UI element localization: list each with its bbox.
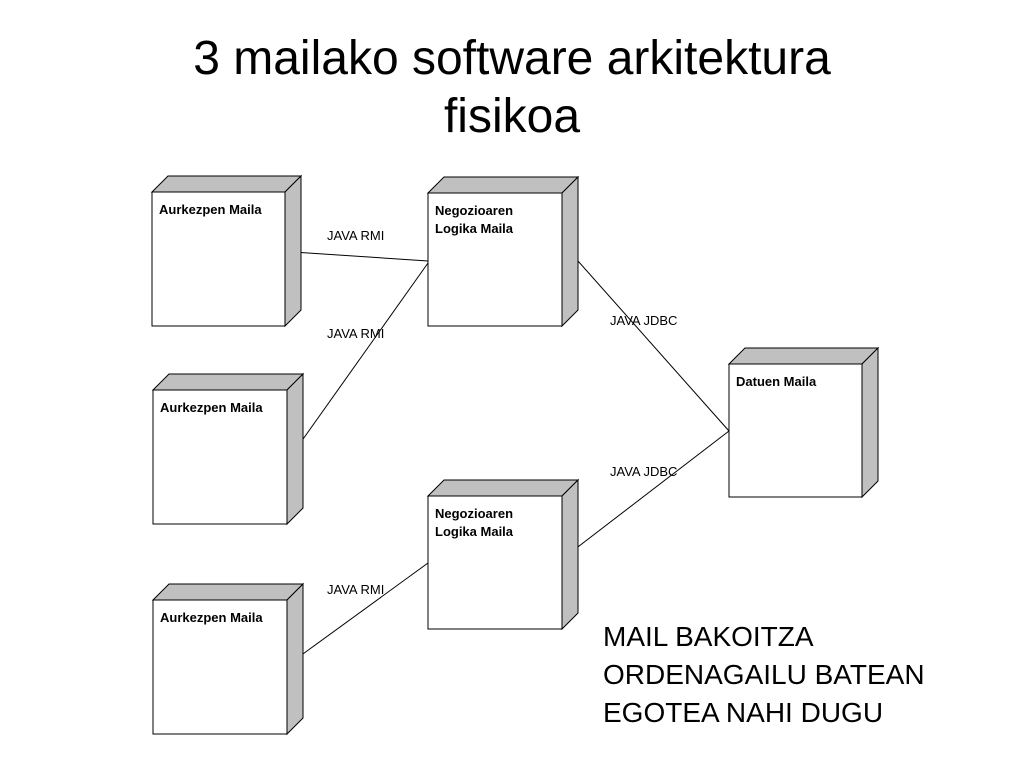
node-front-face — [152, 389, 288, 525]
node-side-face — [861, 346, 879, 499]
node-top-face — [727, 347, 880, 365]
connection-label: JAVA RMI — [327, 326, 384, 341]
node-top-face — [151, 583, 305, 601]
node-side-face — [284, 174, 302, 328]
connection-label: JAVA RMI — [327, 582, 384, 597]
connection-business-2-to-data-1: JAVA JDBC — [569, 430, 730, 554]
node-presentation-1: Aurkezpen Maila — [150, 174, 303, 328]
node-side-face — [561, 478, 579, 631]
node-label: Aurkezpen Maila — [160, 400, 263, 415]
node-presentation-2: Aurkezpen Maila — [151, 372, 305, 526]
node-label: Logika Maila — [435, 524, 514, 539]
node-top-face — [151, 373, 305, 391]
connection-line — [295, 262, 429, 450]
node-label: Negozioaren — [435, 203, 513, 218]
connection-line — [295, 562, 429, 660]
note-line-3: EGOTEA NAHI DUGU — [603, 697, 884, 728]
connection-presentation-1-to-business-1: JAVA RMI — [292, 228, 429, 262]
node-label: Aurkezpen Maila — [159, 202, 262, 217]
node-top-face — [150, 175, 303, 193]
node-front-face — [427, 192, 563, 327]
note-line-2: ORDENAGAILU BATEAN — [603, 659, 925, 690]
connection-line — [292, 251, 429, 262]
node-top-face — [426, 479, 580, 497]
node-front-face — [152, 599, 288, 735]
connection-line — [569, 430, 730, 554]
connection-presentation-2-to-business-1: JAVA RMI — [295, 262, 429, 450]
node-label: Negozioaren — [435, 506, 513, 521]
node-side-face — [286, 372, 304, 526]
connection-label: JAVA RMI — [327, 228, 384, 243]
node-top-face — [426, 176, 580, 194]
connection-business-1-to-data-1: JAVA JDBC — [569, 251, 730, 432]
connection-label: JAVA JDBC — [610, 313, 677, 328]
slide-title-line-2: fisikoa — [443, 90, 581, 143]
note-text: MAIL BAKOITZA ORDENAGAILU BATEAN EGOTEA … — [603, 618, 925, 732]
node-front-face — [728, 363, 863, 498]
connections-layer: JAVA RMI JAVA RMI JAVA RMI JAVA JDBC JAVA JD… — [292, 228, 730, 660]
node-label: Aurkezpen Maila — [160, 610, 263, 625]
node-data-1: Datuen Maila — [727, 346, 880, 499]
node-presentation-3: Aurkezpen Maila — [151, 582, 305, 736]
node-label: Logika Maila — [435, 221, 514, 236]
node-label: Datuen Maila — [736, 374, 817, 389]
node-side-face — [286, 582, 304, 736]
connection-line — [569, 251, 730, 432]
connection-label: JAVA JDBC — [610, 464, 677, 479]
slide-title-line-1: 3 mailako software arkitektura — [193, 32, 831, 85]
node-side-face — [561, 175, 579, 328]
note-line-1: MAIL BAKOITZA — [603, 621, 814, 652]
slide-title: 3 mailako software arkitektura fisikoa — [0, 30, 1024, 146]
connection-presentation-3-to-business-2: JAVA RMI — [295, 562, 429, 660]
